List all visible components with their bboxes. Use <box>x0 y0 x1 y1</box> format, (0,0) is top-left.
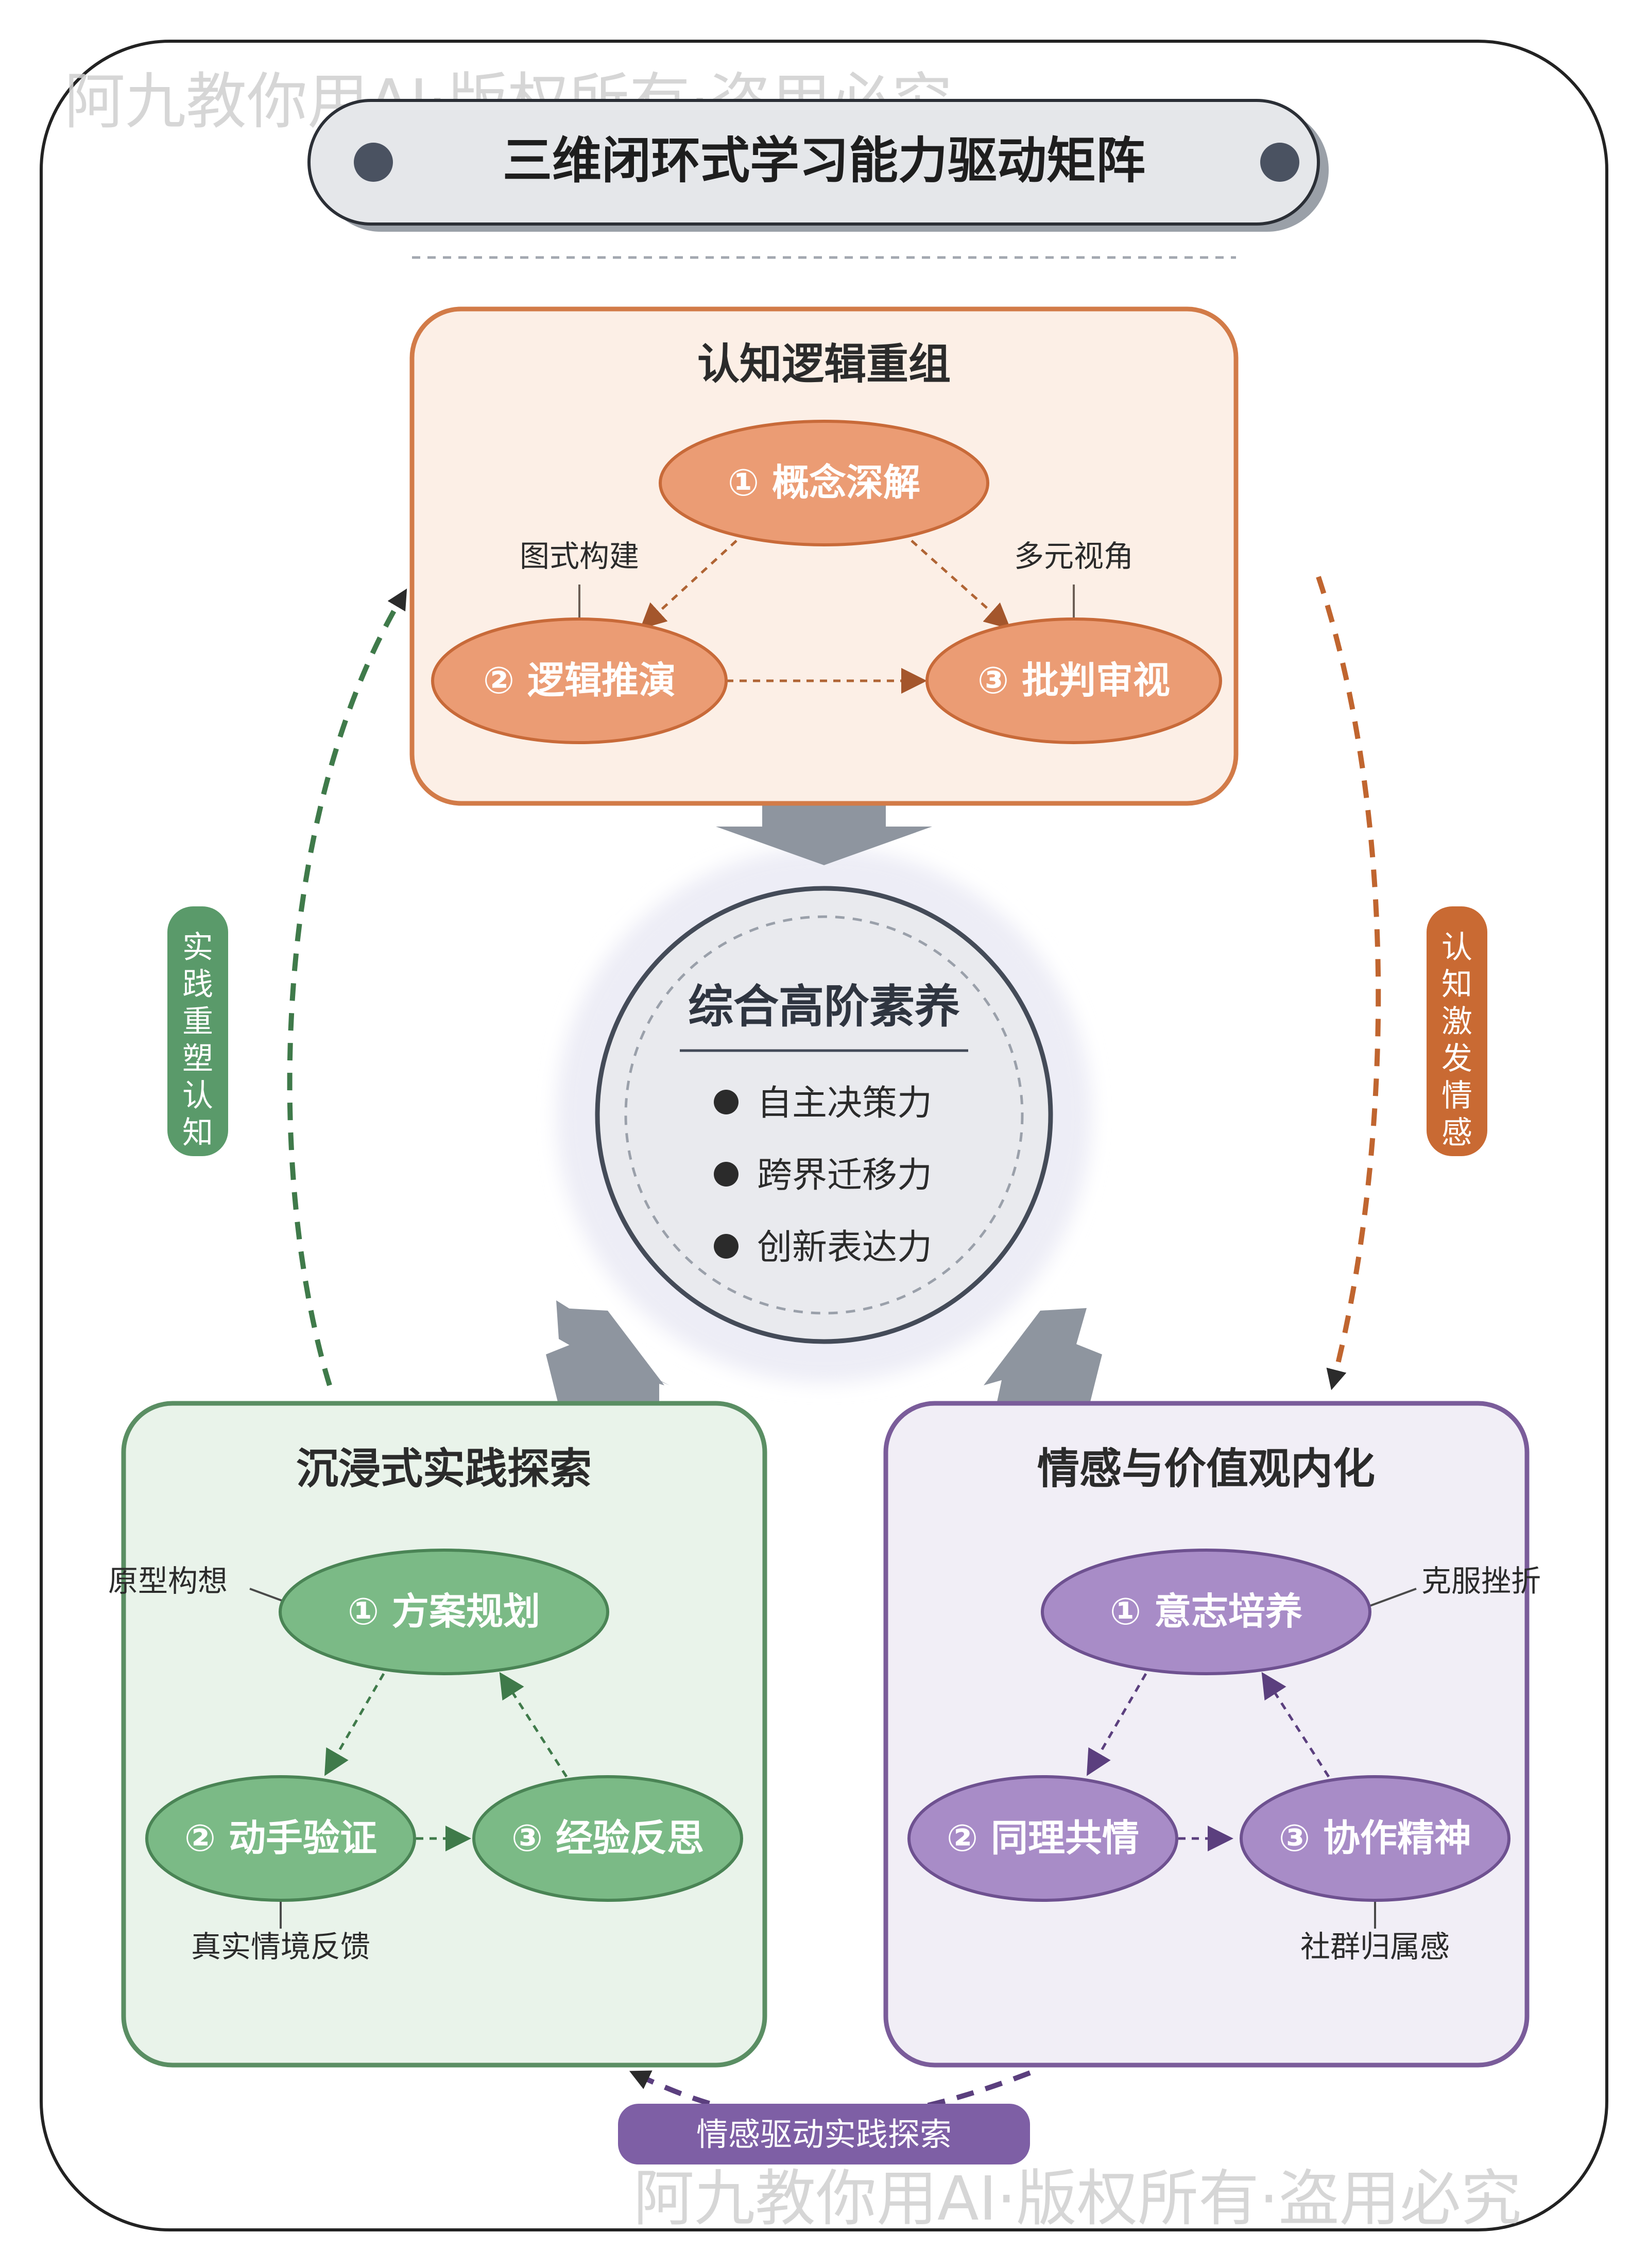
edge-reflect-to-plan <box>499 1672 568 1778</box>
core-item-1: 自主决策力 <box>757 1083 932 1124</box>
cycle-label-right-text: 认知激发情感 <box>1441 930 1472 1151</box>
module-cognition: 认知逻辑重组 图式构建 多元视角 ① 概念深解 ② 逻辑推演 ③ 批判审视 <box>409 306 1239 806</box>
node-will-label: ① 意志培养 <box>1110 1590 1302 1633</box>
title-banner: 三维闭环式学习能力驱动矩阵 <box>307 99 1329 232</box>
node-reflect <box>472 1775 743 1902</box>
arrow-cognition-to-core <box>716 798 932 865</box>
edge-will-to-empathy <box>1086 1673 1147 1776</box>
node-plan-label: ① 方案规划 <box>348 1590 540 1633</box>
title-dot-right <box>1260 143 1299 182</box>
core-item-2: 跨界迁移力 <box>757 1155 932 1196</box>
annotation-frustration: 克服挫折 <box>1421 1563 1541 1599</box>
cycle-label-bottom: 情感驱动实践探索 <box>618 2104 1030 2164</box>
node-collab <box>1240 1775 1510 1902</box>
annotation-perspective: 多元视角 <box>1014 539 1134 574</box>
node-concept <box>659 420 989 546</box>
edge-plan-to-verify <box>324 1673 385 1776</box>
node-will <box>1041 1549 1371 1675</box>
core-bullet-2 <box>714 1162 739 1187</box>
arrow-practice-to-core <box>546 1300 670 1416</box>
cycle-arrow-emotion-to-practice <box>629 2070 1031 2122</box>
node-plan <box>279 1549 609 1675</box>
arrow-emotion-to-core <box>984 1308 1102 1416</box>
core-bullet-1 <box>714 1090 739 1114</box>
node-concept-label: ① 概念深解 <box>728 461 920 504</box>
node-collab-label: ③ 协作精神 <box>1279 1816 1471 1860</box>
annotation-schema: 图式构建 <box>520 539 639 574</box>
core-title: 综合高阶素养 <box>688 980 960 1033</box>
title-dot-left <box>354 143 393 182</box>
edge-collab-to-will <box>1261 1672 1330 1778</box>
module-emotion-title: 情感与价值观内化 <box>1037 1445 1375 1493</box>
node-empathy <box>907 1775 1178 1902</box>
node-empathy-label: ② 同理共情 <box>947 1816 1139 1860</box>
cycle-label-right: 认知激发情感 <box>1427 906 1487 1156</box>
core-circle: 综合高阶素养 自主决策力 跨界迁移力 创新表达力 <box>595 886 1053 1344</box>
module-practice-title: 沉浸式实践探索 <box>296 1445 592 1493</box>
node-critique <box>925 617 1222 744</box>
cycle-label-left: 实践重塑认知 <box>167 906 228 1156</box>
cycle-arrow-cognition-to-emotion <box>1316 576 1381 1390</box>
node-logic-label: ② 逻辑推演 <box>483 659 676 702</box>
module-cognition-title: 认知逻辑重组 <box>697 340 951 389</box>
cycle-arrow-practice-to-cognition <box>287 588 407 1386</box>
cycle-label-bottom-text: 情感驱动实践探索 <box>696 2116 952 2153</box>
annotation-belonging: 社群归属感 <box>1300 1929 1450 1964</box>
core-item-3: 创新表达力 <box>757 1227 932 1268</box>
annotation-prototype: 原型构想 <box>108 1563 228 1599</box>
cycle-label-left-text: 实践重塑认知 <box>182 930 213 1151</box>
module-emotion: 情感与价值观内化 克服挫折 社群归属感 ① 意志培养 ② 同理共情 ③ 协作精神 <box>883 1401 1541 2068</box>
node-critique-label: ③ 批判审视 <box>977 659 1170 702</box>
node-reflect-label: ③ 经验反思 <box>511 1816 704 1860</box>
node-logic <box>431 617 728 744</box>
node-verify <box>145 1775 416 1902</box>
module-practice: 沉浸式实践探索 原型构想 真实情境反馈 ① 方案规划 ② 动手验证 ③ 经验反思 <box>108 1401 767 2068</box>
node-verify-label: ② 动手验证 <box>184 1816 377 1860</box>
annotation-feedback: 真实情境反馈 <box>191 1929 370 1964</box>
page-title: 三维闭环式学习能力驱动矩阵 <box>503 132 1145 190</box>
watermark-bottom: 阿九教你用AI·版权所有·盗用必究 <box>633 2163 1522 2234</box>
annotation-line-frustration <box>1367 1588 1417 1608</box>
core-bullet-3 <box>714 1234 739 1259</box>
